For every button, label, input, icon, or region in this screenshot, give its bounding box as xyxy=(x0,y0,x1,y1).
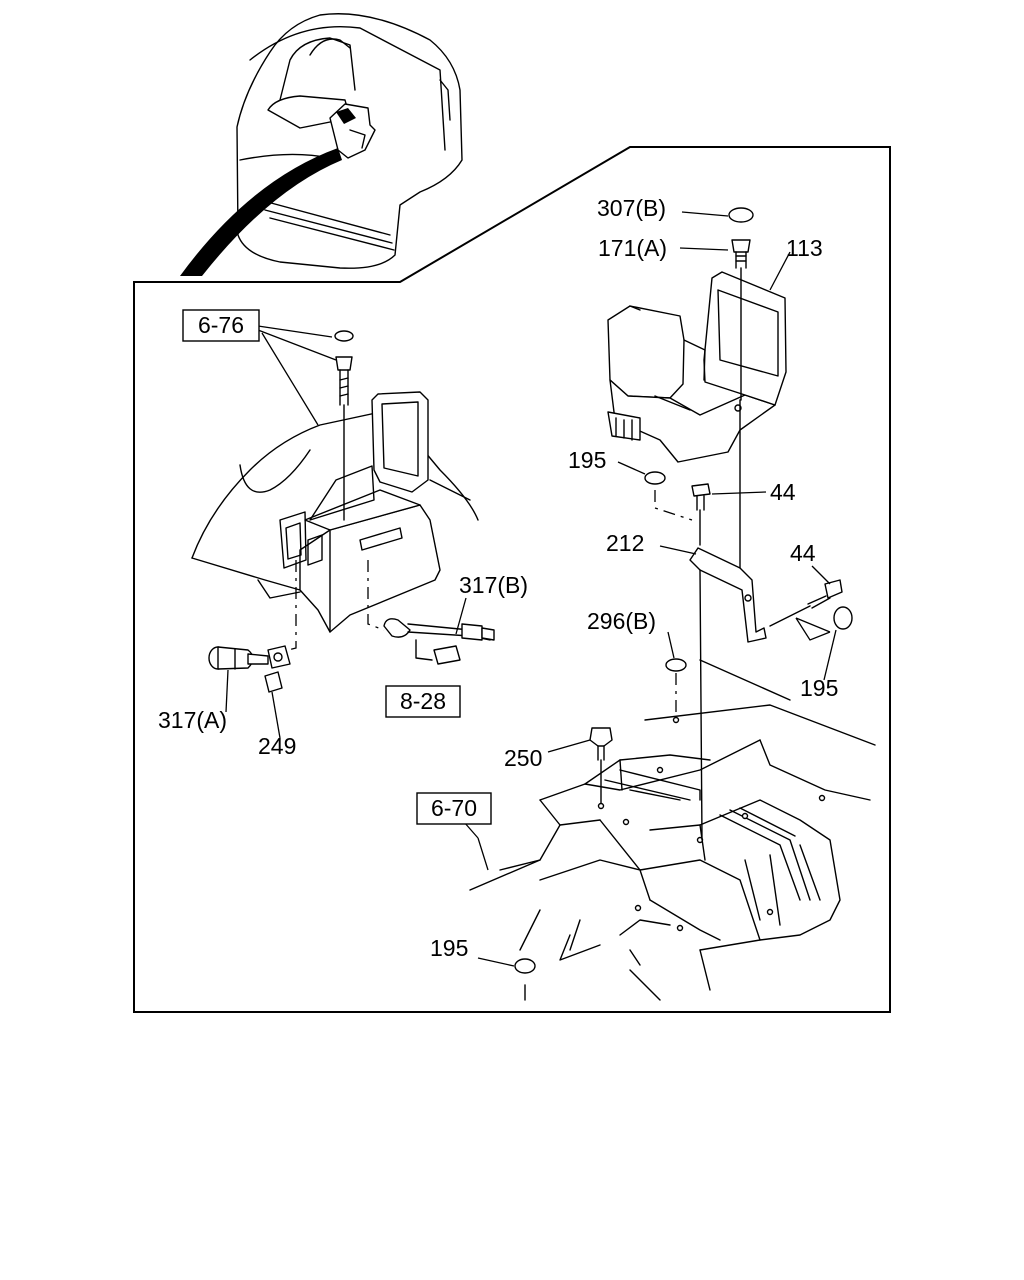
screw-171a xyxy=(731,239,751,401)
ref-label-6-76: 6-76 xyxy=(198,312,244,338)
callout-195-right: 195 xyxy=(800,675,838,701)
callout-296b: 296(B) xyxy=(587,608,656,634)
cap-307b xyxy=(728,207,754,223)
callout-212: 212 xyxy=(606,530,644,556)
bolt-44-upper xyxy=(691,483,711,546)
harness-317b xyxy=(367,560,495,665)
ref-box-6-70[interactable]: 6-70 xyxy=(416,792,492,825)
ref-label-8-28: 8-28 xyxy=(400,688,446,714)
accessory-socket-317a xyxy=(208,560,297,693)
callout-195-top: 195 xyxy=(568,447,606,473)
callout-317b: 317(B) xyxy=(459,572,528,598)
callout-113: 113 xyxy=(786,235,823,261)
callout-317a: 317(A) xyxy=(158,707,227,733)
plug-296b xyxy=(665,658,687,724)
floor-console-assembly-left xyxy=(191,391,479,633)
grommet-195-bottom xyxy=(514,958,536,974)
callout-195-bottom: 195 xyxy=(430,935,468,961)
bracket-212 xyxy=(689,399,767,643)
console-box-113 xyxy=(607,271,787,463)
ref-box-6-76[interactable]: 6-76 xyxy=(182,309,260,342)
callout-44-lower: 44 xyxy=(790,540,816,566)
callout-44-upper: 44 xyxy=(770,479,796,505)
callout-249: 249 xyxy=(258,733,296,759)
bolt-44-lower xyxy=(769,579,843,627)
callout-250: 250 xyxy=(504,745,542,771)
callout-307b: 307(B) xyxy=(597,195,666,221)
cab-overview-illustration xyxy=(180,13,463,276)
callout-171a: 171(A) xyxy=(598,235,667,261)
ref-box-8-28[interactable]: 8-28 xyxy=(385,685,461,718)
grommet-195-right xyxy=(795,606,853,641)
clip-250 xyxy=(589,727,613,806)
detail-frame xyxy=(133,146,891,1013)
ref-label-6-70: 6-70 xyxy=(431,795,477,821)
screw-clip-left xyxy=(334,330,354,521)
floor-panel-6-70 xyxy=(469,569,876,1001)
grommet-195-top xyxy=(644,471,693,521)
